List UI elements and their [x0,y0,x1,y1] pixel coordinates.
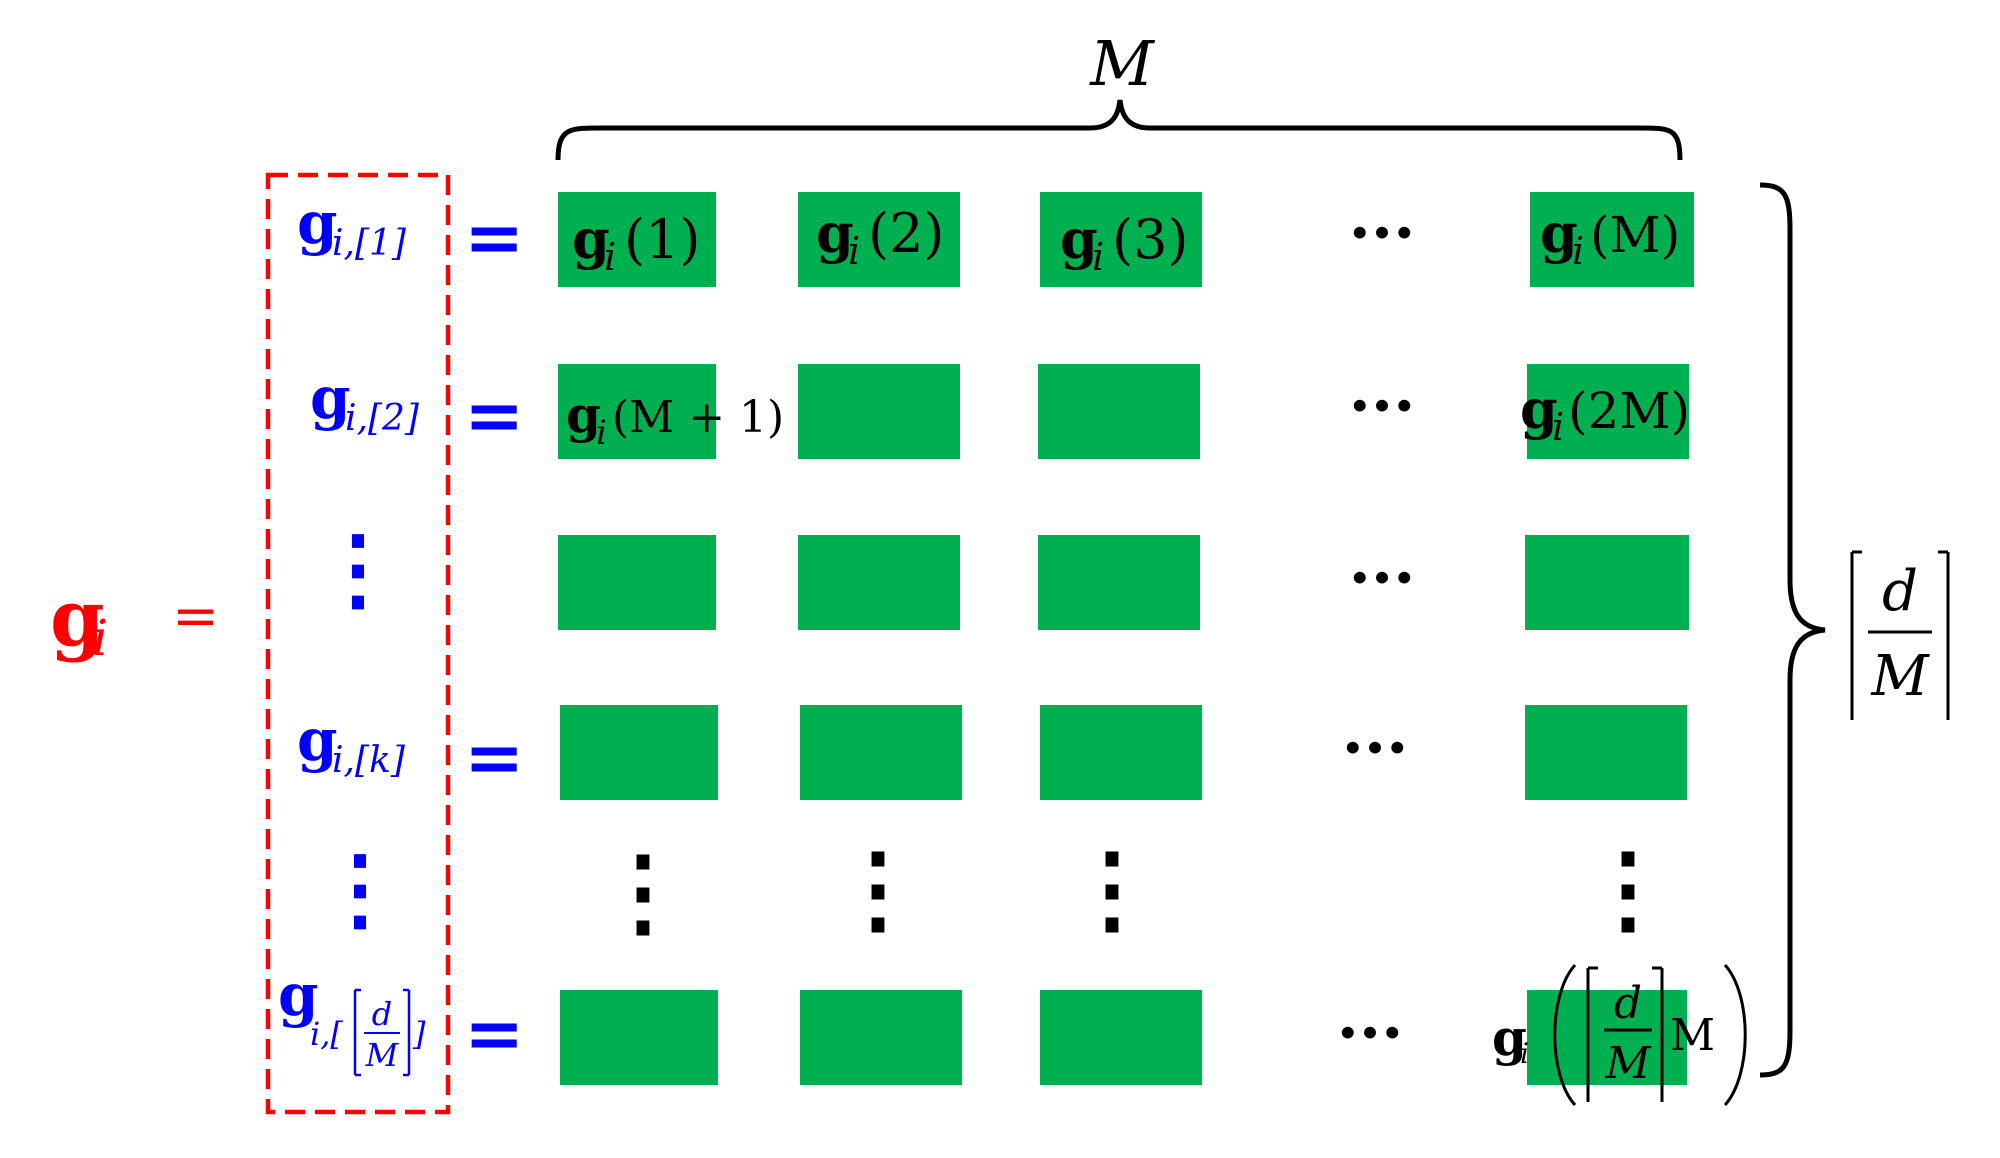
svg-text:g: g [1060,207,1098,271]
hdots-r6: ··· [1337,996,1404,1071]
block-r1c2 [798,192,960,287]
cell-label-r1c1: g i (1) [572,207,701,279]
right-brace-numerator: d [1882,559,1918,624]
svg-text:(M + 1): (M + 1) [612,392,784,443]
row-label-1: g i,[1] = [297,189,524,279]
row-label-2-symbol: g [310,364,351,432]
block-r6c1 [560,990,718,1085]
top-brace-label: M [1089,27,1155,100]
hdots-r3: ··· [1349,541,1416,616]
top-brace [555,99,1683,161]
block-r2c3 [1038,364,1200,459]
row-label-last: g i,[ d M ] = [278,961,524,1077]
svg-text:M: M [1604,1038,1651,1089]
vdots-c3: ⋮ [1064,832,1160,945]
vector-gi-symbol: g [50,573,105,664]
cell-label-r2c5: g i (2M) [1520,377,1690,449]
row-label-1-equals: = [464,194,524,279]
block-r3c1 [558,535,716,630]
svg-text:d: d [1614,978,1642,1029]
block-r3c3 [1038,535,1200,630]
row-label-k-equals: = [464,714,524,799]
right-brace [1759,182,1826,1078]
row-label-2: g i,[2] = [310,364,524,457]
block-r3c5 [1525,535,1689,630]
svg-text:i: i [604,235,616,279]
cell-label-r1c3: g i (3) [1060,207,1189,279]
block-r4c1 [560,705,718,800]
svg-text:i: i [1520,1037,1529,1070]
vector-gi-equals: = [172,584,219,649]
block-r2c2 [798,364,960,459]
hdots-r1: ··· [1349,196,1416,271]
block-r2c5 [1527,364,1689,459]
row-label-last-frac-num: d [372,995,392,1033]
svg-text:(M): (M) [1590,206,1680,264]
row-label-last-frac-den: M [365,1036,400,1074]
svg-text:i: i [1092,235,1104,279]
vdots-c2: ⋮ [830,832,926,945]
block-r1c1 [558,192,716,287]
svg-text:i: i [1572,229,1584,273]
block-r1c3 [1040,192,1202,287]
dashed-subvector-box [265,172,451,1115]
vdots-c5: ⋮ [1580,832,1676,945]
right-brace-ceil-fraction: d M [1850,550,1950,720]
block-r4c5 [1525,705,1687,800]
right-brace-denominator: M [1870,644,1930,709]
svg-text:(2): (2) [868,202,945,265]
row-label-2-equals: = [464,372,524,457]
cell-label-r1c2: g i (2) [816,201,945,273]
svg-text:i: i [1552,405,1564,449]
row-label-1-symbol: g [297,189,338,257]
block-r3c2 [798,535,960,630]
vector-gi-subscript: i [92,609,108,667]
hdots-r2: ··· [1349,369,1416,444]
block-r4c2 [800,705,962,800]
svg-text:g: g [816,201,854,265]
svg-text:g: g [1492,1008,1527,1067]
block-r1c5 [1530,192,1694,287]
svg-text:i: i [596,413,607,453]
row-label-last-sub-prefix: i,[ [310,1015,343,1053]
svg-text:(3): (3) [1112,208,1189,271]
row-label-last-sub-suffix: ] [412,1015,426,1053]
svg-text:i: i [848,229,860,273]
cell-label-r2c1: g i (M + 1) [566,385,784,453]
vector-gi-label: g i = [50,573,219,667]
block-r4c3 [1040,705,1202,800]
svg-text:M: M [1670,1010,1715,1061]
row-label-vdots-2: ⋮ [315,836,405,942]
row-label-2-subscript: i,[2] [345,398,420,439]
svg-text:g: g [1540,201,1578,265]
vdots-c1: ⋮ [595,835,691,948]
svg-text:g: g [566,385,601,444]
row-label-k-subscript: i,[k] [332,740,406,781]
row-label-last-equals: = [464,990,524,1075]
block-r6c2 [800,990,962,1085]
cell-label-r6c5: g i d M M [1492,963,1747,1107]
svg-text:(2M): (2M) [1568,382,1690,440]
row-label-1-subscript: i,[1] [332,223,407,264]
row-label-k: g i,[k] = [297,706,524,799]
cell-label-r1c5: g i (M) [1540,201,1680,273]
row-label-vdots-1: ⋮ [313,516,403,622]
block-r2c1 [558,364,716,459]
svg-text:g: g [572,207,610,271]
row-label-k-symbol: g [297,706,338,774]
hdots-r4: ··· [1342,711,1409,786]
svg-text:g: g [1520,377,1558,441]
block-r6c3 [1040,990,1202,1085]
row-label-last-symbol: g [278,961,319,1029]
svg-text:(1): (1) [624,208,701,271]
